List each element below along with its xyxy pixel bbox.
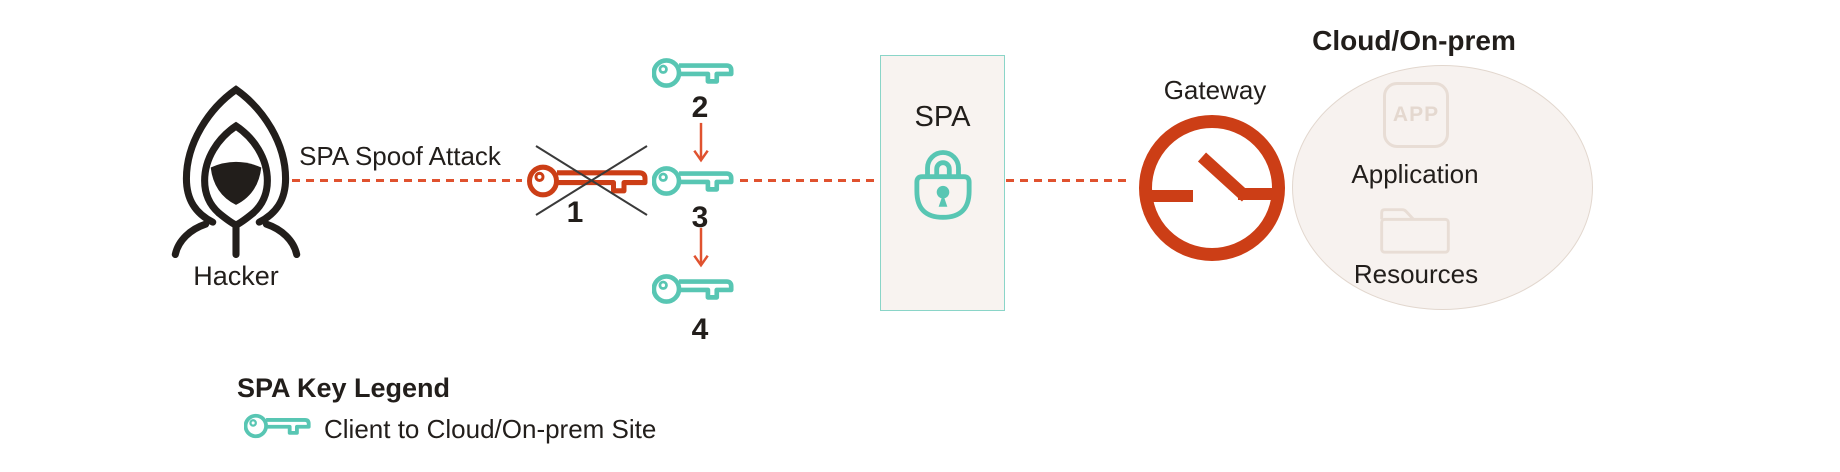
lock-icon [914, 150, 972, 220]
gateway-switch-icon [1139, 115, 1285, 261]
key-number-3: 3 [691, 201, 709, 234]
gateway-label: Gateway [1163, 75, 1267, 105]
arrow-down-icon-2 [692, 226, 710, 270]
attack-path-segment-1 [292, 179, 522, 182]
hacker-icon [171, 85, 301, 258]
attack-path-segment-3 [1006, 179, 1130, 182]
cloud-circle [1292, 65, 1593, 310]
key-number-4: 4 [691, 313, 709, 346]
application-label: Application [1351, 159, 1479, 189]
cross-out-x-icon [535, 145, 648, 216]
cloud-title: Cloud/On-prem [1312, 25, 1516, 56]
app-badge-label: APP [1392, 103, 1440, 126]
folder-icon [1380, 208, 1450, 254]
legend-entry-label: Client to Cloud/On-prem Site [324, 414, 657, 444]
spa-box-title: SPA [914, 101, 971, 133]
legend-title: SPA Key Legend [237, 373, 451, 403]
spa-box: SPA [880, 55, 1005, 311]
spoofed-key-icon [527, 164, 648, 198]
attack-path-segment-2 [740, 179, 880, 182]
key-icon-2 [652, 55, 734, 91]
key-icon-4 [652, 271, 734, 307]
resources-label: Resources [1353, 259, 1479, 289]
app-icon: APP [1383, 82, 1449, 148]
hacker-label: Hacker [193, 261, 279, 291]
legend-key-icon [244, 412, 311, 440]
attack-path-label: SPA Spoof Attack [299, 141, 501, 171]
spoofed-key-number: 1 [566, 196, 584, 229]
arrow-down-icon-1 [692, 121, 710, 165]
key-icon-3 [652, 163, 734, 199]
key-number-2: 2 [691, 91, 709, 124]
